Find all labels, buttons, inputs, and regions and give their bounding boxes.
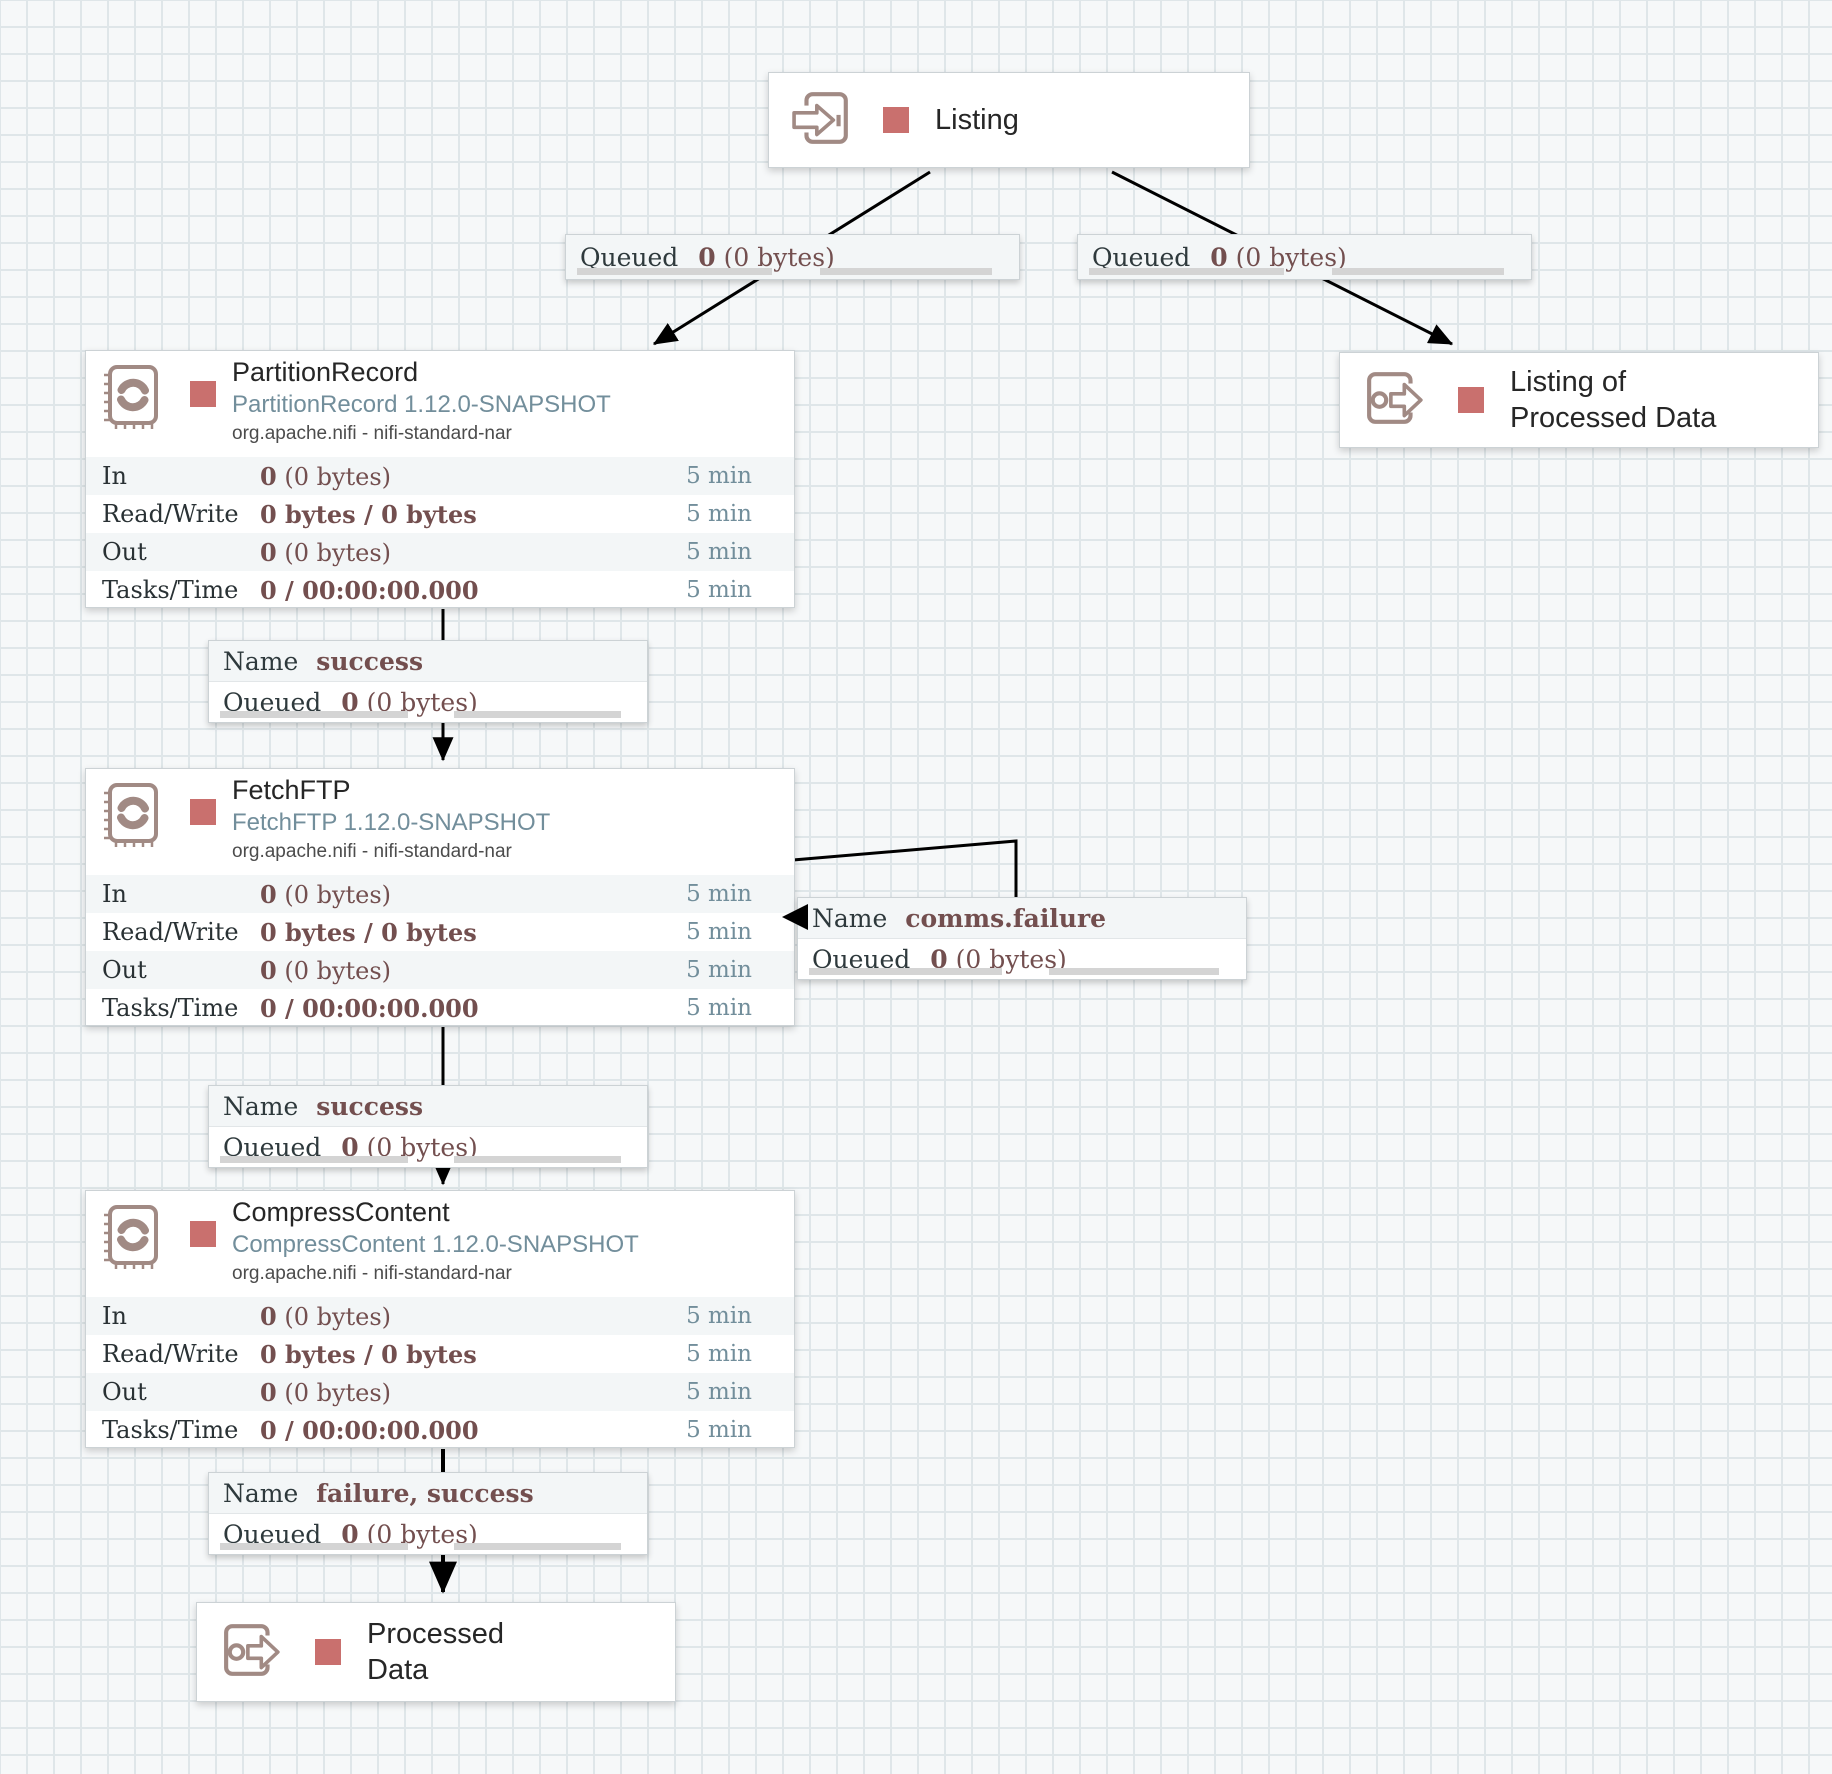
stat-row-out: Out 0 (0 bytes) 5 min [86, 951, 794, 989]
processor-bundle: org.apache.nifi - nifi-standard-nar [232, 423, 512, 444]
stat-row-out: Out 0 (0 bytes) 5 min [86, 1373, 794, 1411]
processor-type-version: PartitionRecord 1.12.0-SNAPSHOT [232, 391, 611, 418]
queue-count-bar [1089, 268, 1285, 275]
stat-row-read-write: Read/Write 0 bytes / 0 bytes 5 min [102, 1339, 752, 1369]
stat-row-out: Out 0 (0 bytes) 5 min [86, 533, 794, 571]
queue-count-bar [219, 1156, 409, 1163]
name-row: Name success [209, 1086, 647, 1127]
run-state-stopped-icon [1458, 387, 1484, 413]
processor-type-version: CompressContent 1.12.0-SNAPSHOT [232, 1231, 639, 1258]
input-port-icon [791, 88, 853, 153]
processor-bundle: org.apache.nifi - nifi-standard-nar [232, 1263, 512, 1284]
processor-name: CompressContent [232, 1197, 450, 1227]
port-name: Processed Data [367, 1617, 505, 1686]
stat-row-in: In 0 (0 bytes) 5 min [86, 1297, 794, 1335]
connection-label-success-1[interactable]: Name success Queued 0 (0 bytes) [208, 640, 648, 723]
connection-label-listing-to-output[interactable]: Queued 0 (0 bytes) [1077, 234, 1532, 280]
processor-fetchftp[interactable]: FetchFTP FetchFTP 1.12.0-SNAPSHOT org.ap… [85, 768, 795, 1026]
port-name: Listing of Processed Data [1510, 365, 1717, 434]
queue-size-bar [454, 1156, 621, 1163]
run-state-stopped-icon [315, 1639, 341, 1665]
processor-type-version: FetchFTP 1.12.0-SNAPSHOT [232, 809, 551, 836]
processor-name: PartitionRecord [232, 357, 419, 387]
stat-row-tasks-time: Tasks/Time 0 / 00:00:00.000 5 min [102, 1415, 752, 1445]
output-port-icon [1362, 368, 1428, 433]
processor-compresscontent[interactable]: CompressContent CompressContent 1.12.0-S… [85, 1190, 795, 1448]
queue-size-bar [1048, 968, 1220, 975]
queue-size-bar [1331, 268, 1504, 275]
queued-row: Queued 0 (0 bytes) [1078, 235, 1531, 279]
stat-row-tasks-time: Tasks/Time 0 / 00:00:00.000 5 min [102, 575, 752, 605]
processor-icon [102, 1203, 160, 1280]
queue-size-bar [819, 268, 992, 275]
connection-label-comms-failure[interactable]: Name comms.failure Queued 0 (0 bytes) [797, 897, 1247, 980]
run-state-stopped-icon [883, 107, 909, 133]
stat-row-tasks-time: Tasks/Time 0 / 00:00:00.000 5 min [102, 993, 752, 1023]
queue-size-bar [454, 711, 621, 718]
run-state-stopped-icon [190, 381, 216, 407]
output-port-processed-data[interactable]: Processed Data [196, 1602, 676, 1702]
connection-fetchftp-self-loop[interactable] [792, 839, 1018, 899]
output-port-icon [219, 1620, 285, 1685]
queued-row: Queued 0 (0 bytes) [209, 1127, 647, 1167]
connection-label-listing-to-partitionrecord[interactable]: Queued 0 (0 bytes) [565, 234, 1020, 280]
processor-partitionrecord[interactable]: PartitionRecord PartitionRecord 1.12.0-S… [85, 350, 795, 608]
output-port-listing-of-processed-data[interactable]: Listing of Processed Data [1339, 352, 1819, 448]
queued-row: Queued 0 (0 bytes) [798, 939, 1246, 979]
stat-row-read-write: Read/Write 0 bytes / 0 bytes 5 min [102, 917, 752, 947]
stat-row-read-write: Read/Write 0 bytes / 0 bytes 5 min [102, 499, 752, 529]
queued-row: Queued 0 (0 bytes) [209, 1514, 647, 1554]
queue-count-bar [809, 968, 1002, 975]
port-name: Listing [935, 103, 1019, 136]
connection-label-success-2[interactable]: Name success Queued 0 (0 bytes) [208, 1085, 648, 1168]
run-state-stopped-icon [190, 799, 216, 825]
queued-row: Queued 0 (0 bytes) [566, 235, 1019, 279]
name-row: Name failure, success [209, 1473, 647, 1514]
processor-name: FetchFTP [232, 775, 351, 805]
queue-count-bar [577, 268, 773, 275]
stat-row-in: In 0 (0 bytes) 5 min [86, 457, 794, 495]
queue-size-bar [454, 1543, 621, 1550]
name-row: Name success [209, 641, 647, 682]
run-state-stopped-icon [190, 1221, 216, 1247]
queue-count-bar [219, 1543, 409, 1550]
processor-bundle: org.apache.nifi - nifi-standard-nar [232, 841, 512, 862]
input-port-listing[interactable]: Listing [768, 72, 1250, 168]
stat-row-in: In 0 (0 bytes) 5 min [86, 875, 794, 913]
connection-label-failure-success[interactable]: Name failure, success Queued 0 (0 bytes) [208, 1472, 648, 1555]
processor-icon [102, 781, 160, 858]
name-row: Name comms.failure [798, 898, 1246, 939]
queue-count-bar [219, 711, 409, 718]
processor-icon [102, 363, 160, 440]
queued-row: Queued 0 (0 bytes) [209, 682, 647, 722]
